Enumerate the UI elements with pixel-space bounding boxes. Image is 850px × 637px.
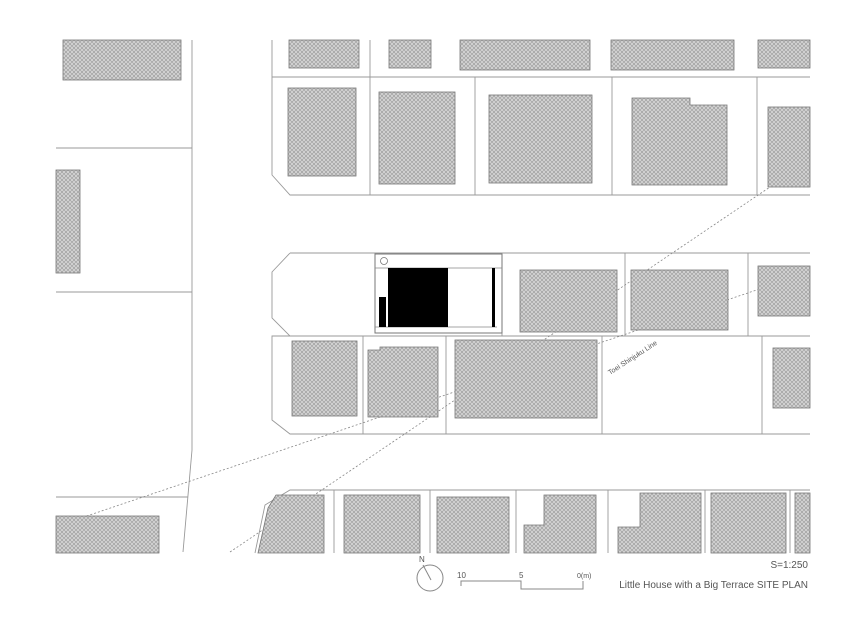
rail-line bbox=[59, 159, 811, 553]
plan-title: Little House with a Big Terrace SITE PLA… bbox=[619, 580, 808, 591]
north-arrow-icon: N bbox=[416, 555, 444, 592]
scale-label-0: 0(m) bbox=[577, 573, 591, 580]
rail-label: Toei Shinjuku Line bbox=[607, 340, 659, 377]
project-site bbox=[374, 253, 503, 334]
lot-lines bbox=[56, 40, 810, 554]
scale-label-10: 10 bbox=[457, 571, 466, 580]
scale-ratio: S=1:250 bbox=[770, 560, 808, 571]
tree-icon bbox=[380, 257, 388, 265]
north-label: N bbox=[419, 555, 425, 564]
neighbor-buildings bbox=[55, 39, 811, 554]
scale-bar: 10 5 0(m) bbox=[457, 571, 591, 590]
house-footprint bbox=[388, 268, 448, 327]
scale-label-5: 5 bbox=[519, 571, 524, 580]
